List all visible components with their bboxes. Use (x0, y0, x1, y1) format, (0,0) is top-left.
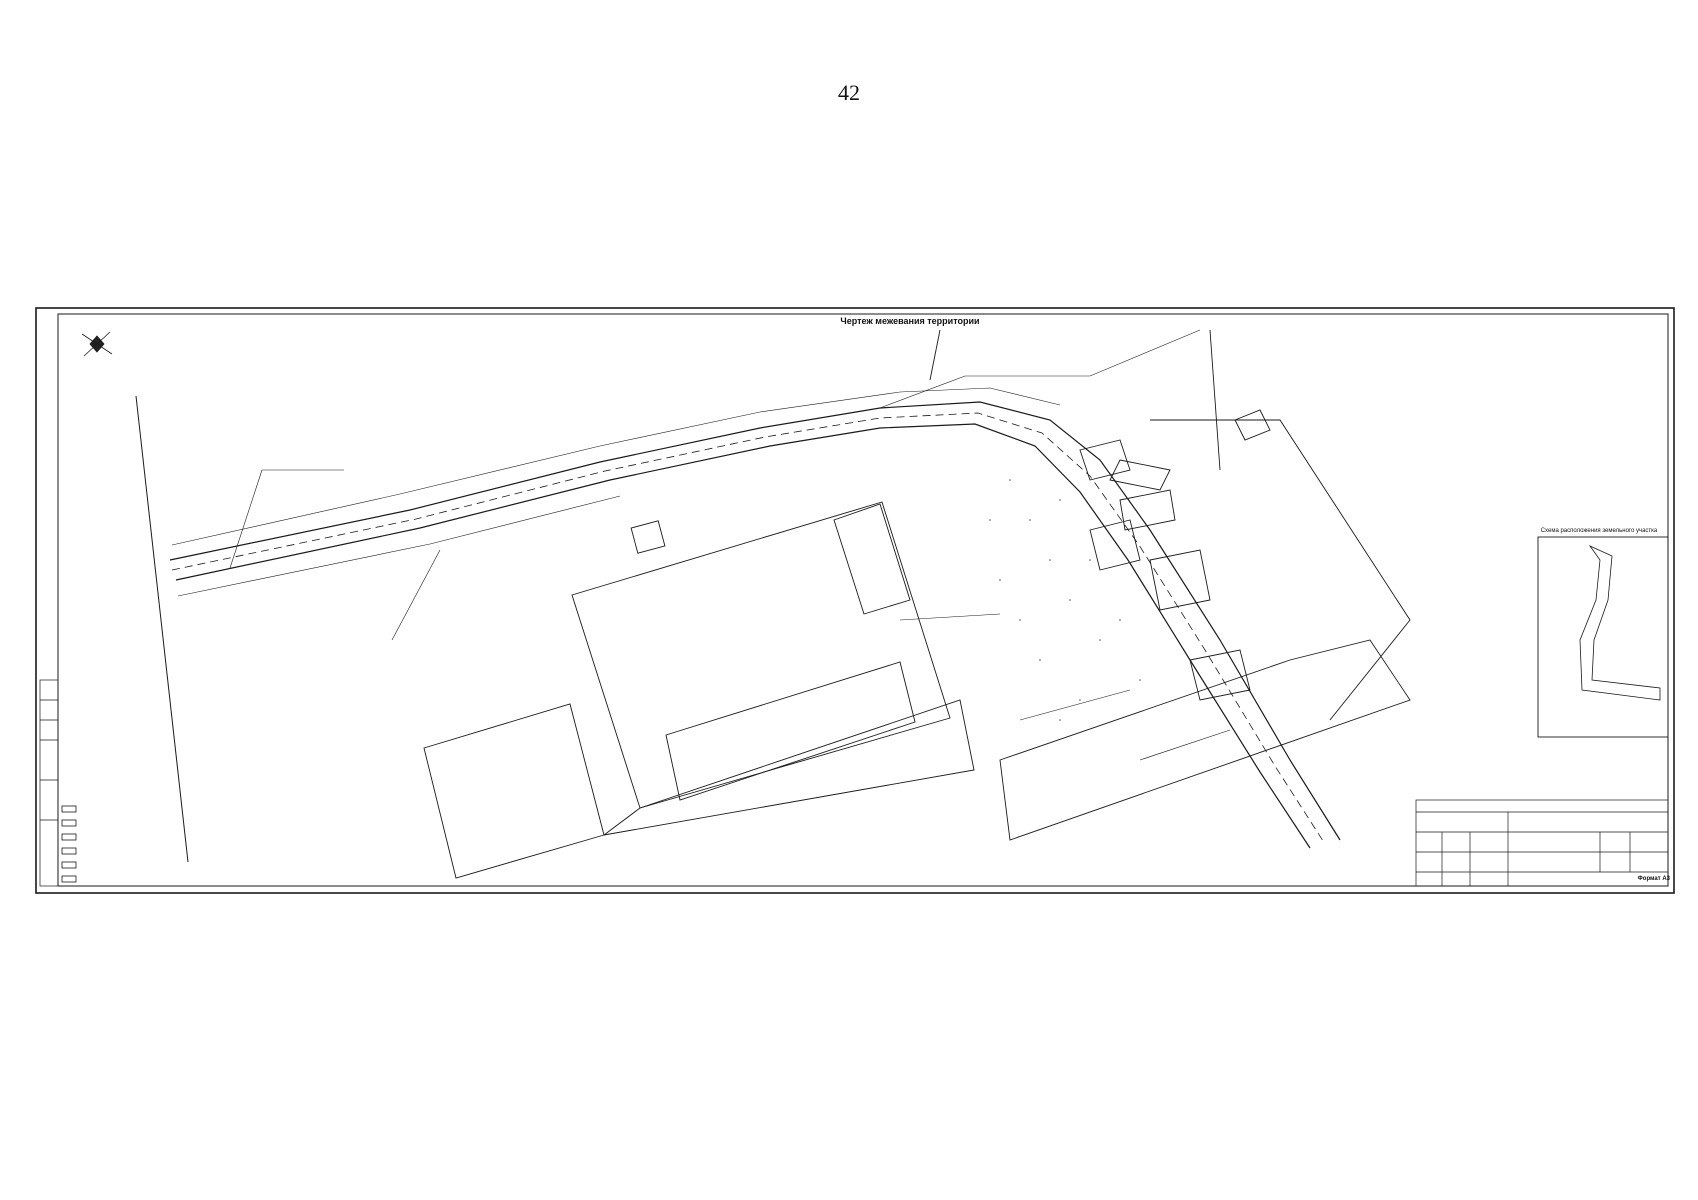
inset-scheme-title: Схема расположения земельного участка (1540, 528, 1658, 534)
side-stamp-strip (39, 679, 59, 887)
callout-leaders (229, 469, 1231, 761)
boundary-line-west (135, 395, 189, 863)
drawing-frame-outer (35, 307, 1675, 894)
parcel-outlines (423, 329, 1411, 879)
north-arrow-icon (81, 331, 113, 357)
road-corridor (169, 329, 1341, 849)
inset-location-scheme (1537, 536, 1669, 738)
stipple-hatching (989, 479, 1141, 721)
title-block (1415, 799, 1669, 887)
page-number: 42 (838, 80, 860, 105)
sheet-format-label: Формат А3 (1637, 876, 1670, 882)
plan-title: Чертеж межевания территории (840, 316, 980, 326)
legend-symbols (61, 805, 77, 883)
